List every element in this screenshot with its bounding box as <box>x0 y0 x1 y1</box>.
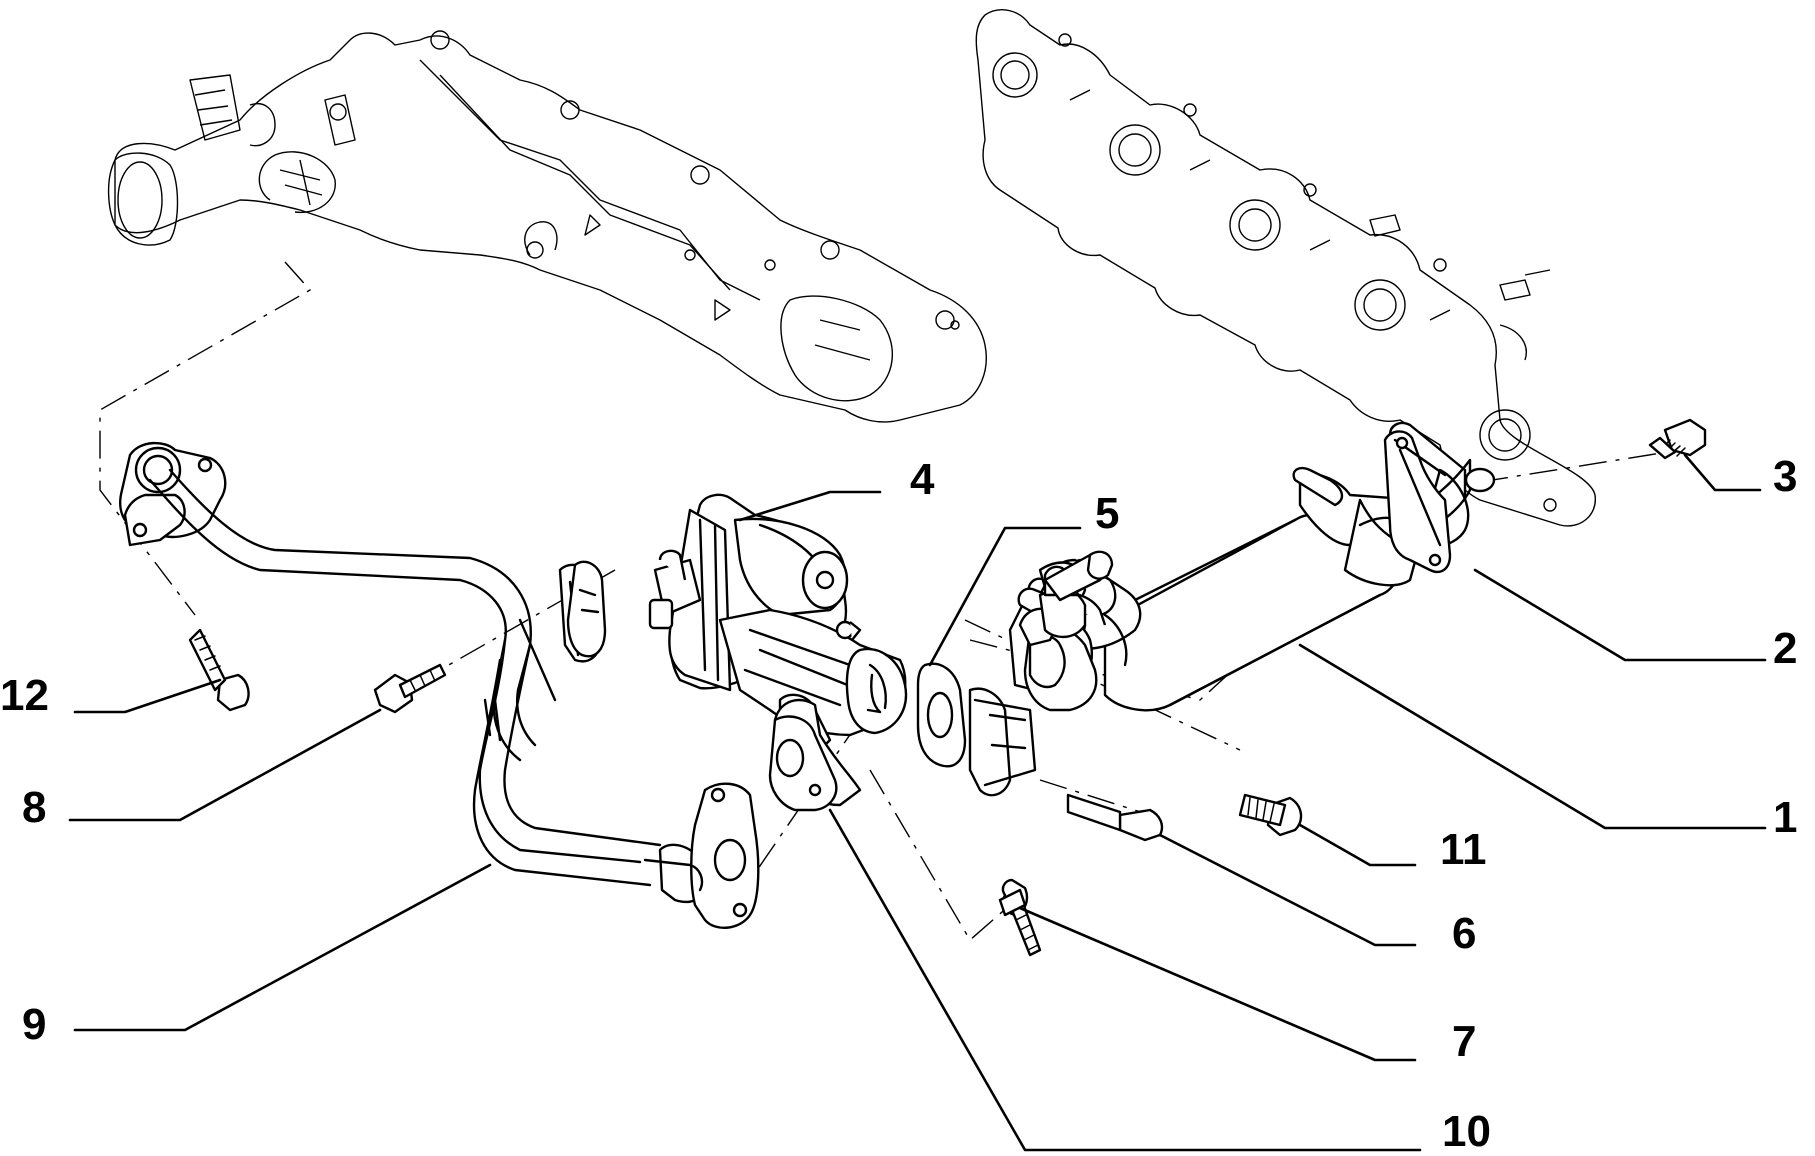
leader-8 <box>68 708 382 822</box>
callout-6: 6 <box>1452 909 1477 958</box>
gasket-part-10 <box>566 560 838 812</box>
leader-lines <box>68 453 1767 1152</box>
leader-2 <box>1473 568 1767 662</box>
bolt-part-8 <box>373 663 447 714</box>
intake-manifold <box>107 30 987 423</box>
bolt-part-6 <box>1066 793 1164 842</box>
leader-5 <box>928 526 1082 667</box>
leader-9 <box>73 863 492 1032</box>
leader-6 <box>1158 833 1417 947</box>
leader-4 <box>738 490 882 522</box>
callout-3: 3 <box>1773 452 1798 501</box>
egr-valve-part-4 <box>648 493 908 807</box>
bolt-part-12 <box>188 628 250 712</box>
callout-12: 12 <box>0 671 49 720</box>
callout-8: 8 <box>22 783 47 832</box>
gasket-part-2 <box>1383 430 1452 574</box>
leader-3 <box>1683 453 1762 492</box>
callout-2: 2 <box>1773 624 1798 673</box>
callout-4: 4 <box>910 455 935 504</box>
leader-10 <box>828 808 1422 1152</box>
callout-7: 7 <box>1452 1017 1477 1066</box>
leader-7 <box>1018 906 1417 1062</box>
bolt-part-11 <box>1238 793 1303 837</box>
callout-5: 5 <box>1095 489 1120 538</box>
callout-9: 9 <box>22 1000 47 1049</box>
callout-10: 10 <box>1442 1107 1491 1156</box>
exhaust-manifold <box>975 9 1596 527</box>
bolt-part-3 <box>1648 418 1707 460</box>
bolt-part-7 <box>998 878 1042 957</box>
gasket-part-5 <box>916 662 1037 797</box>
callout-1: 1 <box>1773 793 1798 842</box>
leader-12 <box>73 678 222 714</box>
callout-11: 11 <box>1440 825 1487 874</box>
leader-1 <box>1298 643 1767 830</box>
leader-11 <box>1298 823 1417 867</box>
